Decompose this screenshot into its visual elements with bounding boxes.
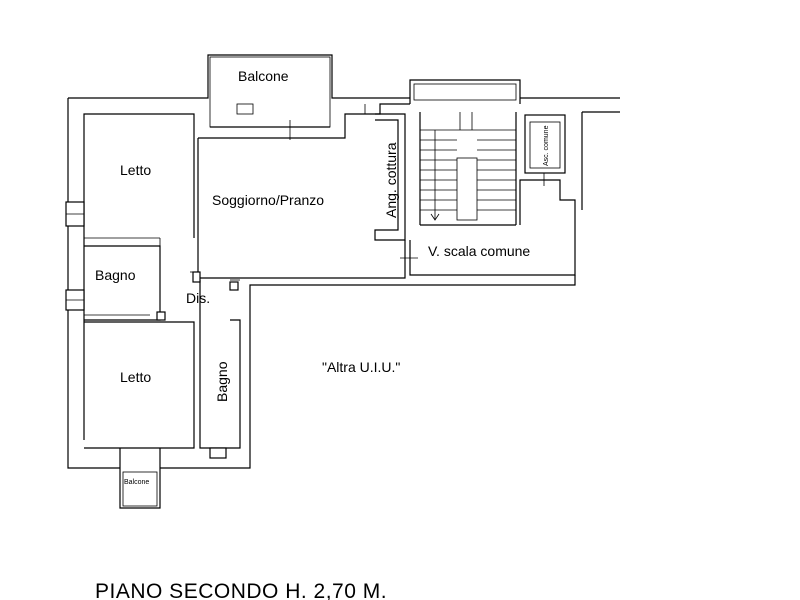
label-letto-bottom: Letto xyxy=(120,369,151,385)
label-disimpegno: Dis. xyxy=(186,290,210,306)
label-bagno-corridor: Bagno xyxy=(214,361,230,402)
label-soggiorno: Soggiorno/Pranzo xyxy=(212,192,324,208)
inner-walls xyxy=(65,56,576,509)
label-balcone-bottom: Balcone xyxy=(124,479,149,486)
label-angolo-cottura: Ang. cottura xyxy=(383,142,399,218)
stair-steps xyxy=(420,112,516,221)
outer-walls xyxy=(67,54,620,469)
label-letto-top: Letto xyxy=(120,162,151,178)
label-bagno-small: Bagno xyxy=(95,267,136,283)
label-ascensore: Asc. comune xyxy=(543,125,550,166)
label-balcone-top: Balcone xyxy=(238,68,289,84)
label-altra-uiu: "Altra U.I.U." xyxy=(322,359,400,375)
floor-title: PIANO SECONDO H. 2,70 M. xyxy=(95,580,387,600)
label-vano-scala: V. scala comune xyxy=(428,243,530,259)
